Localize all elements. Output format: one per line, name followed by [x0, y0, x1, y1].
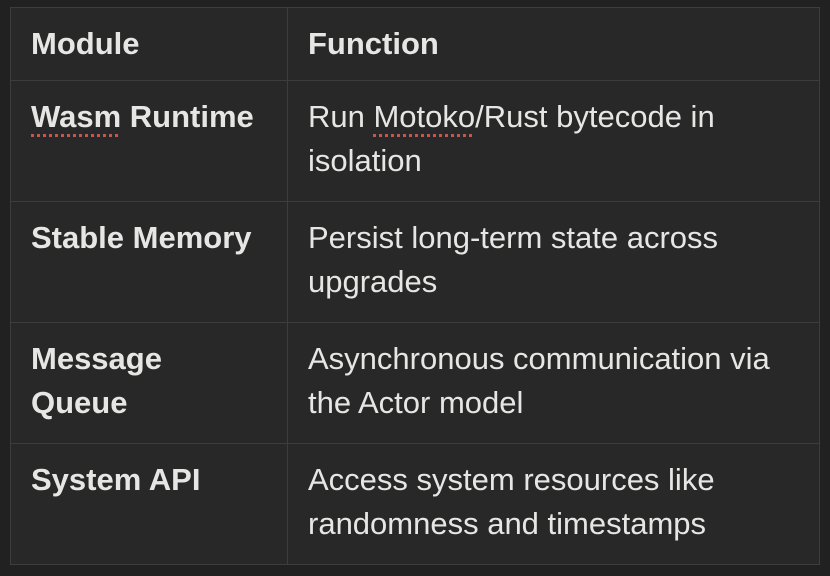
table-container: Module Function Wasm Runtime Run Motoko/… — [10, 7, 820, 565]
function-text-line: randomness and timestamps — [308, 506, 707, 541]
function-text: Run — [308, 99, 374, 134]
module-function-table: Module Function Wasm Runtime Run Motoko/… — [10, 7, 820, 565]
module-cell-message-queue[interactable]: Message Queue — [10, 322, 288, 444]
table-row: System API Access system resources like … — [10, 443, 820, 565]
module-label: Runtime — [121, 99, 254, 134]
spellcheck-flagged-word[interactable]: Motoko — [373, 99, 476, 134]
function-text-line: isolation — [308, 143, 422, 178]
module-cell-wasm-runtime[interactable]: Wasm Runtime — [10, 80, 288, 202]
function-cell-wasm-runtime[interactable]: Run Motoko/Rust bytecode in isolation — [287, 80, 820, 202]
function-text: /Rust bytecode in — [475, 99, 715, 134]
function-text-line: Asynchronous communication via — [308, 341, 770, 376]
module-cell-system-api[interactable]: System API — [10, 443, 288, 565]
function-text-line: Run Motoko/Rust bytecode in — [308, 95, 799, 139]
column-header-module[interactable]: Module — [10, 7, 288, 81]
table-row: Message Queue Asynchronous communication… — [10, 322, 820, 444]
function-text-line: upgrades — [308, 264, 438, 299]
table-row: Stable Memory Persist long-term state ac… — [10, 201, 820, 323]
function-cell-message-queue[interactable]: Asynchronous communication via the Actor… — [287, 322, 820, 444]
function-cell-system-api[interactable]: Access system resources like randomness … — [287, 443, 820, 565]
function-cell-stable-memory[interactable]: Persist long-term state across upgrades — [287, 201, 820, 323]
column-header-function[interactable]: Function — [287, 7, 820, 81]
table-header-row: Module Function — [10, 7, 820, 81]
table-row: Wasm Runtime Run Motoko/Rust bytecode in… — [10, 80, 820, 202]
function-text-line: Access system resources like — [308, 462, 715, 497]
function-text-line: the Actor model — [308, 385, 524, 420]
function-text-line: Persist long-term state across — [308, 220, 719, 255]
spellcheck-flagged-word[interactable]: Wasm — [31, 99, 122, 134]
module-cell-stable-memory[interactable]: Stable Memory — [10, 201, 288, 323]
